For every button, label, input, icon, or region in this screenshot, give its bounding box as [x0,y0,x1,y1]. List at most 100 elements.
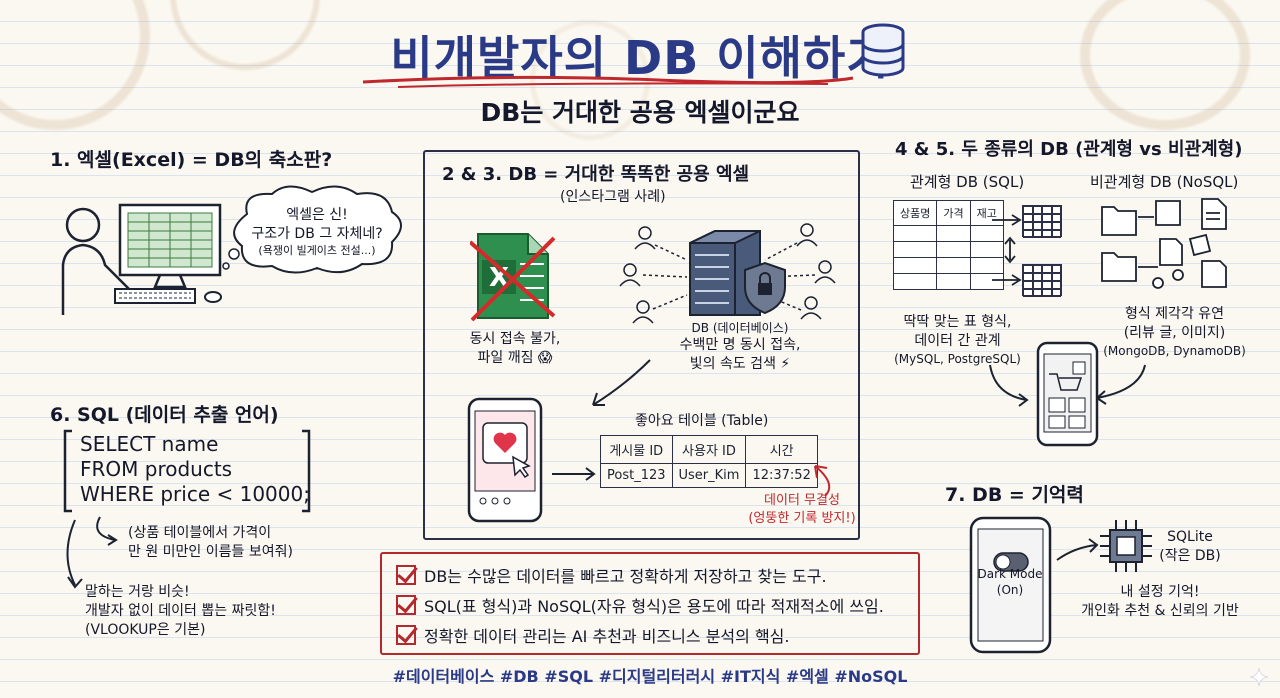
bubble-line: 구조가 DB 그 자체네? [251,225,383,242]
table-header-cell: 시간 [745,435,818,464]
sql-code-block: SELECT name FROM products WHERE price < … [80,432,310,507]
page-subtitle: DB는 거대한 공용 엑셀이군요 [480,98,800,127]
note-line: 데이터 무결성 [764,493,840,508]
section23-title: 2 & 3. DB = 거대한 똑똑한 공용 엑셀 [442,164,750,185]
table-cell [936,273,971,290]
table-cell [892,257,938,274]
summary-item: DB는 수많은 데이터를 빠르고 정확하게 저장하고 찾는 도구. [396,560,904,590]
sql-comment: 말하는 거랑 비슷! 개발자 없이 데이터 뽑는 짜릿함! (VLOOKUP은 … [85,583,276,640]
table-header-cell: 가격 [936,200,971,226]
coffee-stain [0,0,150,130]
caption-line: 형식 제각각 유연 [1124,306,1225,322]
checkmark-icon [396,595,416,615]
table-header-cell: 재고 [969,200,1004,226]
table-cell [936,241,971,258]
table-cell [936,225,971,242]
code-line: SELECT name [80,432,219,456]
bubble-line: 엑셀은 신! [286,207,348,223]
settings-phone-icon [969,516,1052,654]
table-cell [892,241,938,258]
section23-subtitle: (인스타그램 사례) [560,189,666,205]
thought-bubble [222,185,402,274]
section1-title: 1. 엑셀(Excel) = DB의 축소판? [50,149,333,171]
sql-explanation: (상품 테이블에서 가격이 만 원 미만인 이름들 보여줘) [128,524,293,562]
summary-text: 정확한 데이터 관리는 AI 추천과 비즈니스 분석의 핵심. [424,627,790,646]
table-cell [892,225,938,242]
caption-line: 내 설정 기억! [1120,584,1200,600]
caption-line: 딱딱 맞는 표 형식, [903,314,1012,330]
coffee-stain [1080,0,1250,130]
chip-icon [1100,520,1152,572]
checkmark-icon [396,565,416,585]
shopping-phone-icon [1036,341,1099,447]
note-line: (상품 테이블에서 가격이 [128,525,272,541]
note-line: 만 원 미만인 이름들 보여줘) [128,543,293,560]
dark-mode-label: Dark Mode (On) [975,566,1045,598]
memory-caption: 내 설정 기억! 개인화 추천 & 신뢰의 기반 [1055,583,1265,621]
caption-line: 데이터 간 관계 [914,332,1001,349]
person-at-computer-illustration [61,203,222,315]
summary-list: DB는 수많은 데이터를 빠르고 정확하게 저장하고 찾는 도구. SQL(표 … [382,554,918,656]
sqlite-label: SQLite (작은 DB) [1150,528,1230,566]
relation-arrows [992,214,1022,286]
code-brackets [63,429,311,513]
section7-title: 7. DB = 기억력 [945,484,1084,506]
db-server-with-users-illustration [619,223,836,324]
title-underline [362,75,854,88]
table-cell [892,273,938,290]
caption-line: (MongoDB, DynamoDB) [1103,343,1246,358]
note-line: (엉뚱한 기록 방지!) [748,510,856,526]
caption-line: 동시 접속 불가, [469,331,561,347]
sqlite-line: (작은 DB) [1159,547,1221,564]
section45-title: 4 & 5. 두 종류의 DB (관계형 vs 비관계형) [895,139,1243,160]
excel-thought-text: 엑셀은 신! 구조가 DB 그 자체네? (욕쟁이 빌게이츠 전설...) [232,206,402,259]
note-line: 말하는 거랑 비슷! [85,584,190,600]
database-icon [861,23,905,77]
caption-line: 파일 깨짐 😱 [477,349,553,366]
caption-line: 빛의 속도 검색 ⚡ [689,356,791,373]
sql-db-label: 관계형 DB (SQL) [910,173,1025,191]
note-line: (VLOOKUP은 기본) [85,621,206,638]
table-cell: User_Kim [671,463,747,488]
phone-like-icon [467,397,543,523]
table-header-cell: 사용자 ID [671,435,747,464]
sqlite-line: SQLite [1167,529,1213,545]
related-table-icon [1022,205,1062,238]
broken-excel-file-icon: X [470,233,555,322]
section6-title: 6. SQL (데이터 추출 언어) [50,404,279,426]
related-table-icon [1022,264,1062,297]
like-table-title: 좋아요 테이블 (Table) [635,413,769,429]
page-title: 비개발자의 DB 이해하기 [390,31,890,85]
bubble-line: (욕쟁이 빌게이츠 전설...) [258,243,376,257]
flow-arrow [552,467,596,481]
db-caption: DB (데이터베이스) 수백만 명 동시 접속, 빛의 속도 검색 ⚡ [640,320,840,374]
nosql-documents-illustration [1101,198,1227,289]
table-cell [936,257,971,274]
hashtags: #데이터베이스 #DB #SQL #디지털리터러시 #IT지식 #엑셀 #NoS… [392,667,908,686]
caption-line: 개인화 추천 & 신뢰의 기반 [1081,602,1239,619]
caption-line: (MySQL, PostgreSQL) [894,351,1021,366]
table-header-cell: 상품명 [892,200,938,226]
integrity-note: 데이터 무결성 (엉뚱한 기록 방지!) [732,492,872,527]
summary-text: DB는 수많은 데이터를 빠르고 정확하게 저장하고 찾는 도구. [424,567,827,586]
sql-table: 상품명 가격 재고 [892,200,1004,290]
nosql-db-label: 비관계형 DB (NoSQL) [1090,173,1239,191]
flow-arrow [1056,538,1099,561]
summary-box: DB는 수많은 데이터를 빠르고 정확하게 저장하고 찾는 도구. SQL(표 … [380,552,920,655]
phone-line: (On) [996,583,1024,598]
flow-arrows [66,516,118,589]
nosql-caption: 형식 제각각 유연 (리뷰 글, 이미지) (MongoDB, DynamoDB… [1097,305,1252,359]
code-line: WHERE price < 10000; [80,482,310,506]
caption-line: (리뷰 글, 이미지) [1123,324,1226,341]
like-table: 게시물 ID 사용자 ID 시간 Post_123 User_Kim 12:37… [600,435,818,488]
checkmark-icon [396,625,416,645]
table-cell [969,273,1004,290]
table-cell: 12:37:52 [745,463,818,488]
db-label: DB (데이터베이스) [691,321,789,335]
caption-line: 수백만 명 동시 접속, [679,337,801,354]
instagram-db-panel [423,150,860,540]
table-cell: Post_123 [600,463,673,488]
code-line: FROM products [80,457,233,481]
sql-caption: 딱딱 맞는 표 형식, 데이터 간 관계 (MySQL, PostgreSQL) [880,313,1035,367]
table-header-cell: 게시물 ID [600,435,673,464]
